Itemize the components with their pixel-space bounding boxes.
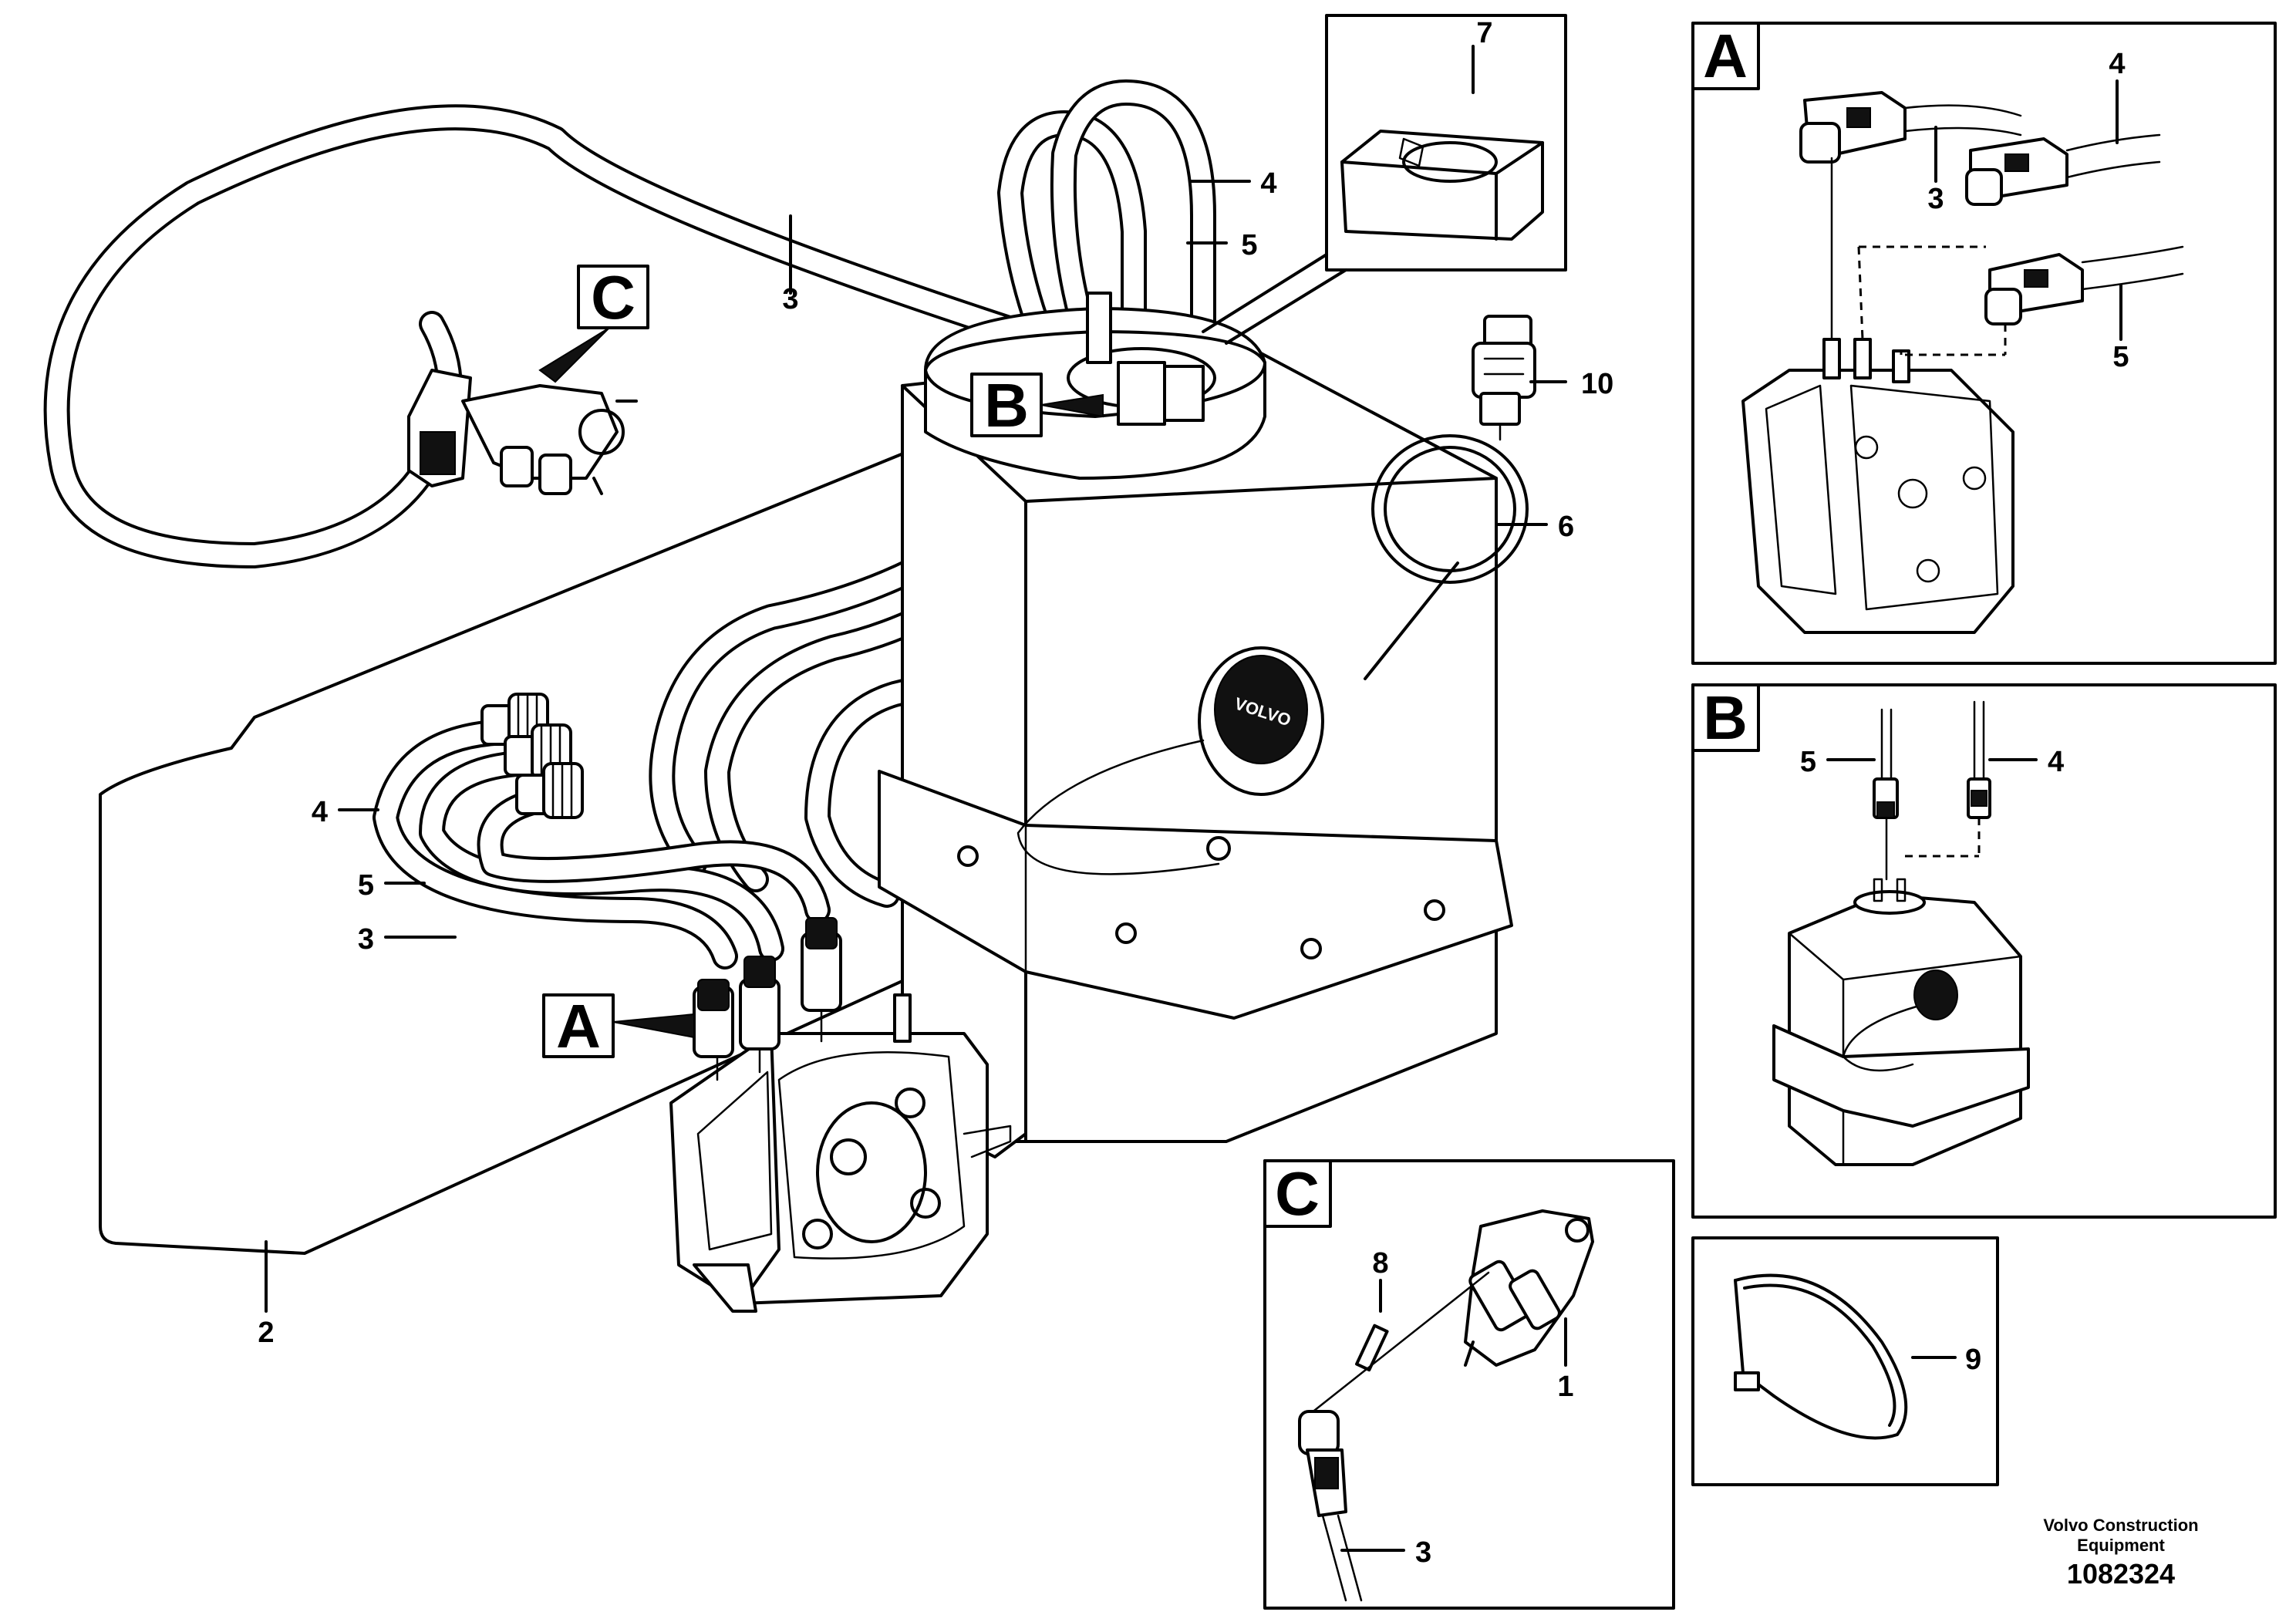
hose-3-loop: [43, 104, 1031, 568]
callout-a: A: [542, 992, 695, 1061]
panel-a-label-4: 4: [2109, 48, 2125, 80]
base-plate: [99, 430, 958, 1255]
inset-7-box: [1202, 14, 1567, 345]
footer-company: Volvo Construction Equipment: [2005, 1516, 2237, 1556]
panel-a-label-3: 3: [1927, 183, 1944, 215]
label-2: 2: [258, 1317, 274, 1349]
panel-b: B 5 4: [1691, 683, 2277, 1219]
footer-company-line1: Volvo Construction: [2043, 1516, 2199, 1535]
main-leaders: [265, 45, 1567, 1313]
callout-b: B: [970, 371, 1104, 440]
callout-a-letter: A: [556, 992, 601, 1061]
connector-c-assembly: [407, 369, 638, 495]
part-10-sensor: [1472, 315, 1536, 441]
panel-b-label-4: 4: [2048, 746, 2064, 778]
label-7: 7: [1476, 17, 1492, 49]
callout-c: C: [538, 263, 649, 383]
label-5-top: 5: [1241, 229, 1257, 261]
label-4-left: 4: [312, 796, 328, 828]
panel-c-title: C: [1275, 1159, 1320, 1228]
panel-a-label-5: 5: [2112, 341, 2129, 373]
main-label-texts: 3 4 5 7 10 6 4 5 3 2: [258, 17, 1613, 1349]
label-4-top: 4: [1260, 167, 1276, 200]
panel-a-title: A: [1703, 22, 1748, 90]
panel-b-label-5: 5: [1800, 746, 1816, 778]
label-10: 10: [1581, 368, 1613, 400]
panel-c-label-3: 3: [1415, 1536, 1431, 1569]
panel-a: A 3 4 5: [1691, 22, 2277, 665]
label-5-left: 5: [358, 869, 374, 902]
footer-part-number: 1082324: [2066, 1558, 2176, 1590]
footer-company-line2: Equipment: [2077, 1536, 2165, 1555]
callout-c-letter: C: [591, 263, 636, 332]
label-3-left: 3: [358, 923, 374, 956]
fill-cap: VOLVO: [1017, 646, 1324, 875]
panel-c: C 8 1 3: [1263, 1159, 1675, 1610]
panel-b-title: B: [1703, 683, 1748, 752]
panel-9-label: 9: [1965, 1344, 1981, 1376]
panel-c-label-1: 1: [1557, 1371, 1573, 1403]
panel-c-label-8: 8: [1372, 1247, 1388, 1280]
urea-tank: VOLVO: [878, 346, 1513, 1158]
label-3-hose: 3: [782, 283, 798, 315]
label-6: 6: [1558, 511, 1574, 543]
panel-9: 9: [1691, 1236, 1999, 1486]
left-hose-bundle: [373, 693, 831, 969]
pump-unit: [669, 917, 1012, 1313]
callout-b-letter: B: [984, 371, 1029, 440]
